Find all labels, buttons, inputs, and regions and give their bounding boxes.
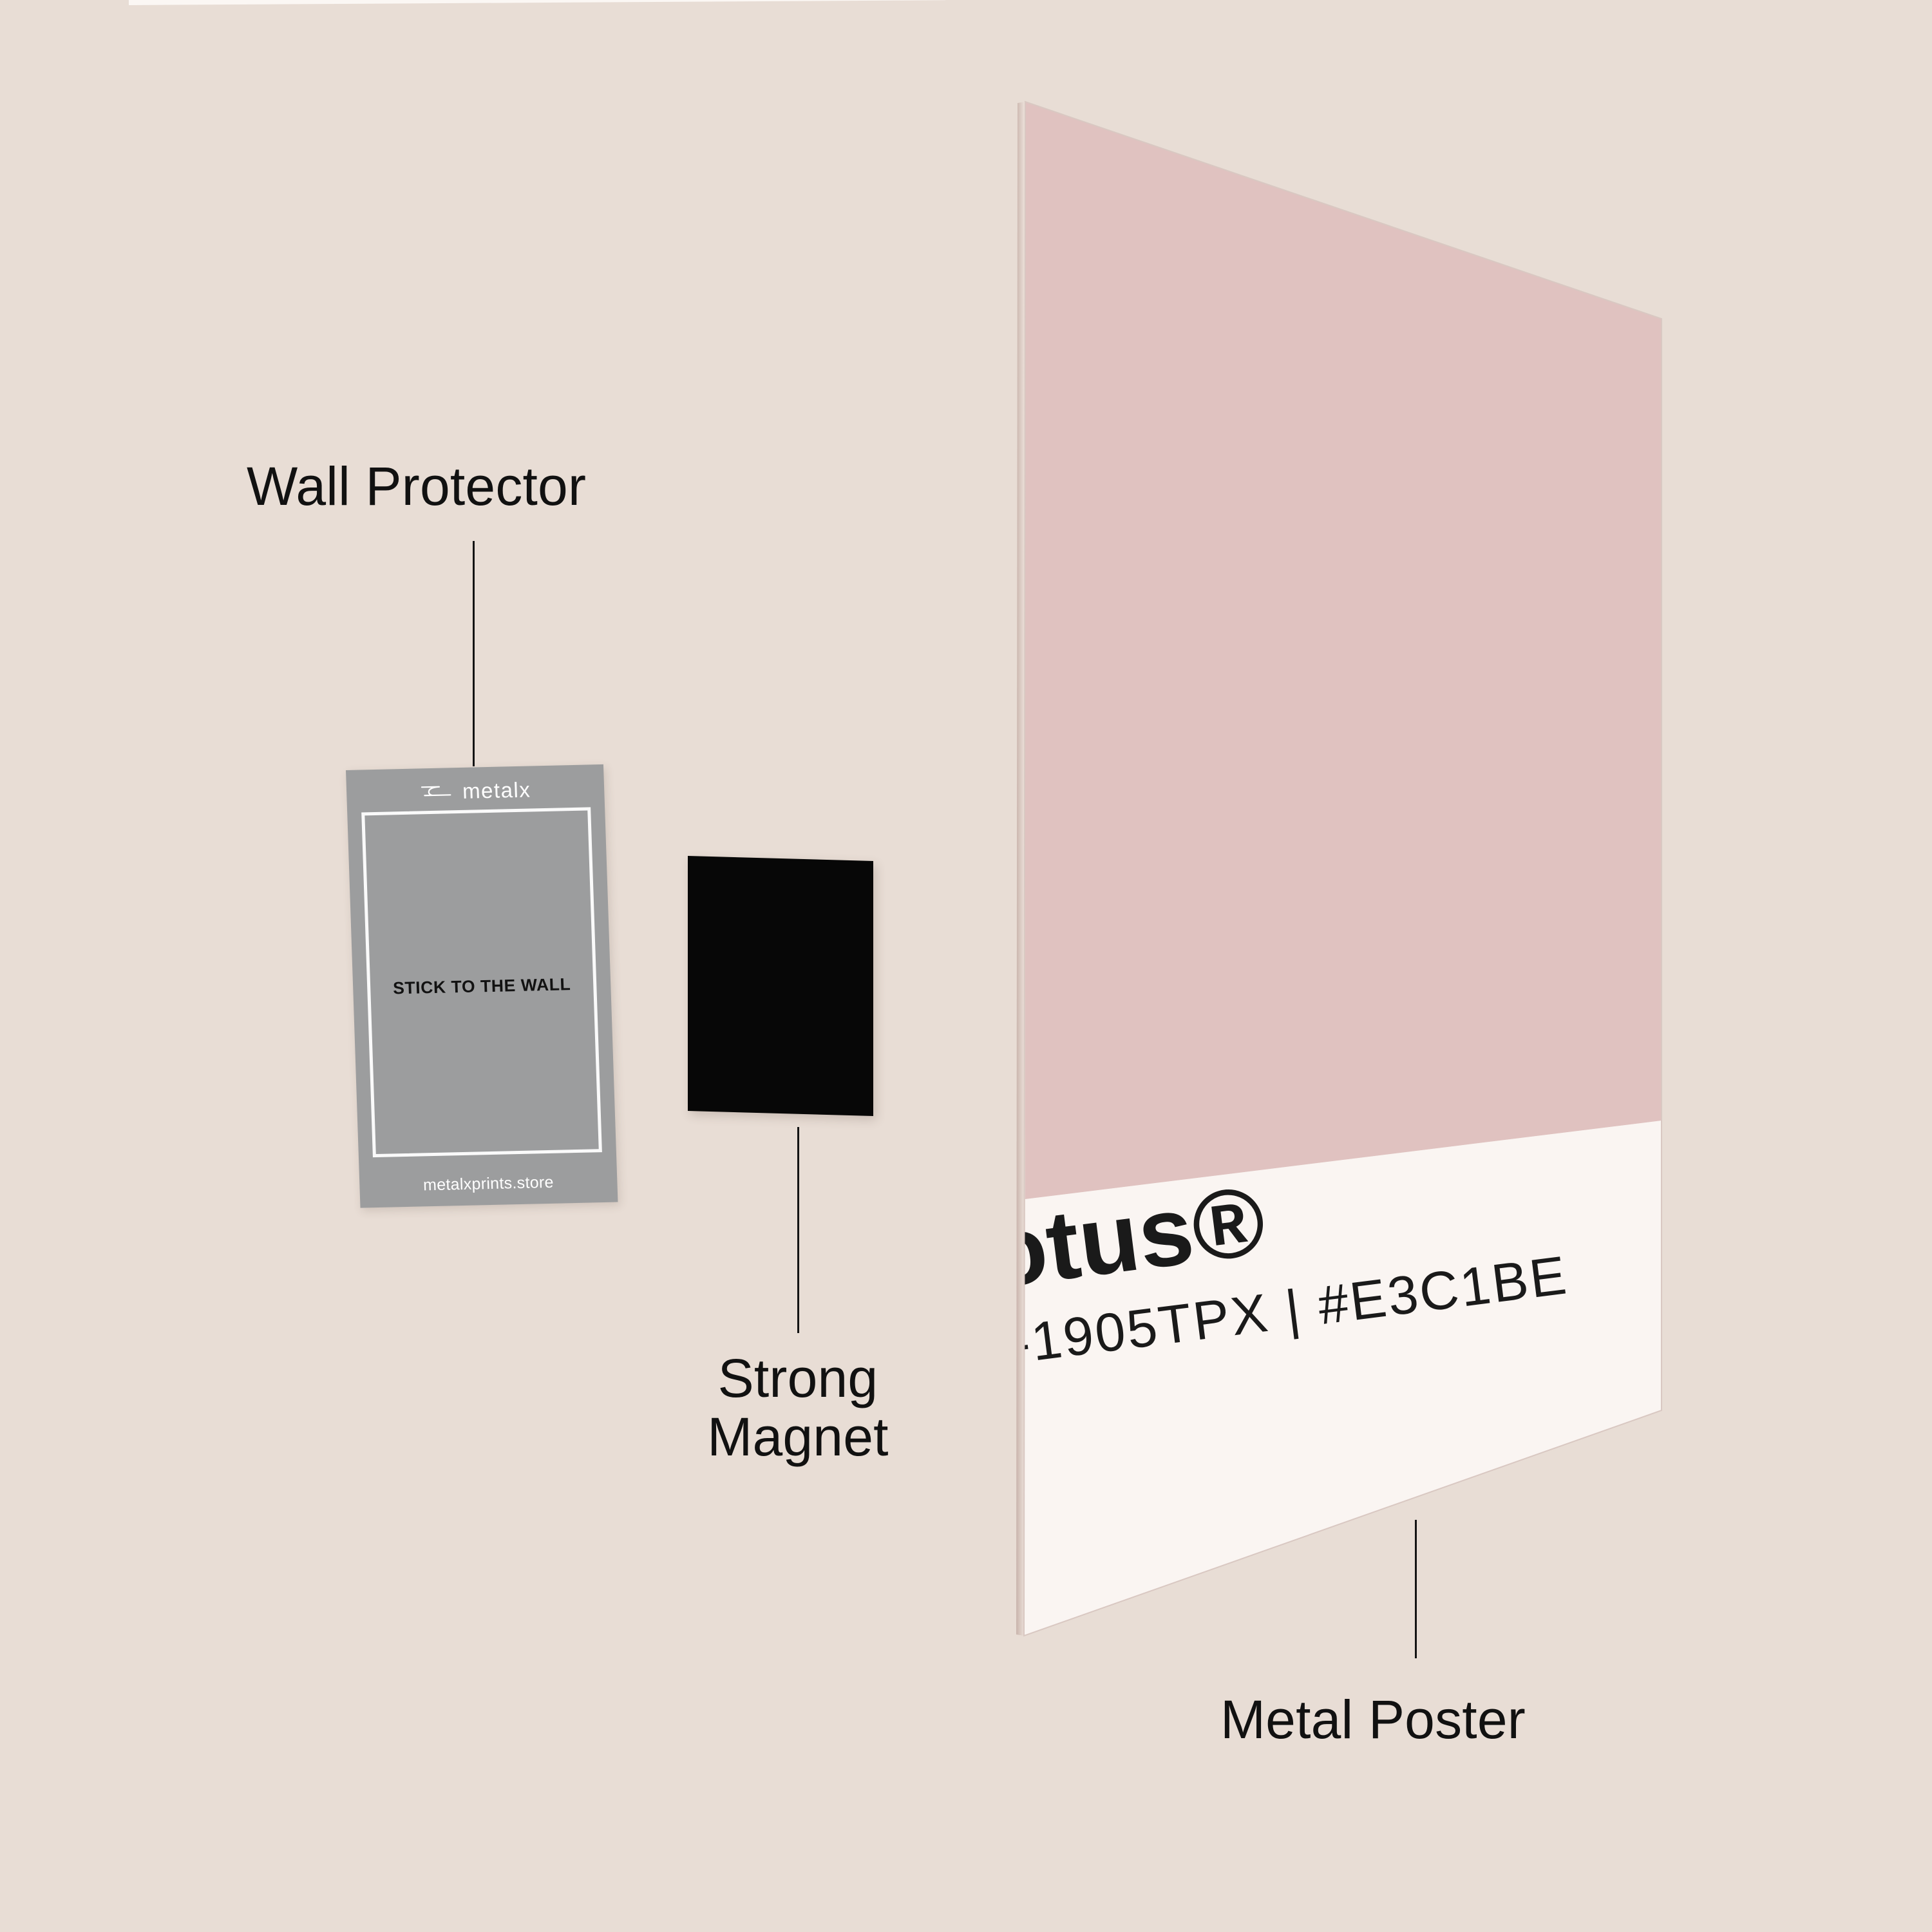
card-headline: STICK TO THE WALL	[392, 974, 571, 998]
metalx-logo-icon	[421, 786, 451, 797]
poster-outline	[1023, 100, 1662, 1637]
poster-color-swatch	[1025, 102, 1662, 1199]
annotation-label-strong-magnet: Strong Magnet	[707, 1348, 889, 1467]
poster-side-edge	[1016, 102, 1025, 1636]
wall-protector-card[interactable]: metalx STICK TO THE WALL metalxprints.st…	[346, 764, 618, 1208]
annotation-label-wall-protector: Wall Protector	[247, 456, 587, 516]
leader-line-strong-magnet	[797, 1127, 799, 1333]
poster-label-panel	[1024, 1121, 1662, 1636]
leader-line-metal-poster	[1415, 1520, 1417, 1658]
brand-lockup: metalx	[346, 776, 605, 806]
poster-face: otus® -1905TPX | #E3C1BE	[1024, 102, 1662, 1636]
strong-magnet-square[interactable]	[688, 856, 873, 1117]
leader-line-wall-protector	[473, 541, 475, 766]
annotation-label-metal-poster: Metal Poster	[1220, 1689, 1526, 1750]
